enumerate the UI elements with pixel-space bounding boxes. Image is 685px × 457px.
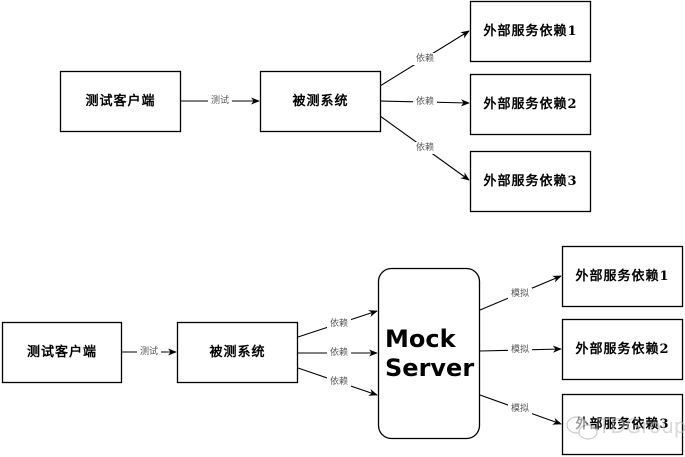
node-box: [469, 0, 592, 63]
edge-bottom-mock-to-dep1: 模拟: [479, 275, 562, 311]
edge-label-bg: [508, 288, 532, 300]
edge-bottom-mock-to-dep3: 模拟: [479, 394, 562, 425]
edge-label-bg: [413, 53, 437, 65]
edge-label-bg: [508, 344, 532, 356]
edge-label-mock: 模拟: [511, 402, 529, 414]
edge-label-depend: 依赖: [330, 317, 348, 329]
wechat-icon: [566, 416, 598, 440]
edge-label-bg: [508, 403, 532, 415]
node-label: 被测系统: [208, 344, 265, 360]
edge-label-depend: 依赖: [330, 346, 348, 358]
node-bottom-system-under-test[interactable]: 被测系统: [176, 321, 299, 384]
edge-label-mock: 模拟: [511, 343, 529, 355]
node-label: 测试客户端: [27, 344, 97, 360]
node-mock-server[interactable]: Mock Server: [377, 267, 481, 440]
node-box: [561, 245, 684, 308]
edge-label-bg: [327, 347, 351, 359]
edge-label-bg: [208, 95, 232, 107]
node-label: 外部服务依赖3: [574, 416, 669, 432]
edge-bottom-sut-to-mock-1: 依赖: [297, 310, 378, 338]
edge-top-client-to-sut: 测试: [180, 94, 260, 107]
node-bottom-external-dep-2[interactable]: 外部服务依赖2: [561, 318, 684, 381]
node-top-test-client[interactable]: 测试客户端: [59, 70, 182, 133]
edge-label-mock: 模拟: [511, 287, 529, 299]
edge-label-depend: 依赖: [330, 375, 348, 387]
node-label: 外部服务依赖1: [482, 23, 577, 39]
node-label: 外部服务依赖3: [482, 173, 577, 189]
node-box: [469, 73, 592, 136]
edge-label-bg: [327, 376, 351, 388]
node-top-external-dep-2[interactable]: 外部服务依赖2: [469, 73, 592, 136]
edge-top-sut-to-dep2: 依赖: [379, 95, 470, 108]
edge-bottom-client-to-sut: 测试: [121, 345, 177, 358]
top-diagram: 测试 依赖 依赖 依赖 测试客户端 被测系统 外部服务依赖1: [59, 0, 592, 213]
edge-top-sut-to-dep3: 依赖: [379, 115, 470, 181]
edge-bottom-sut-to-mock-2: 依赖: [298, 346, 378, 359]
node-bottom-external-dep-1[interactable]: 外部服务依赖1: [561, 245, 684, 308]
edge-label-bg: [413, 142, 437, 154]
edge-label-bg: [137, 346, 161, 358]
node-label: 被测系统: [291, 93, 348, 109]
node-top-external-dep-3[interactable]: 外部服务依赖3: [469, 150, 592, 213]
edge-label-depend: 依赖: [416, 141, 434, 153]
node-box: [377, 267, 481, 440]
edge-label-test: 测试: [140, 345, 158, 357]
edge-label-bg: [413, 96, 437, 108]
node-bottom-test-client[interactable]: 测试客户端: [1, 321, 123, 384]
watermark: TDGroup: [566, 414, 685, 440]
node-label: 测试客户端: [85, 93, 155, 109]
node-box: [59, 70, 182, 133]
node-box: [259, 70, 382, 133]
bottom-diagram: 测试 依赖 依赖 依赖 模拟 模拟 模拟: [1, 245, 684, 456]
edge-bottom-sut-to-mock-3: 依赖: [297, 367, 378, 396]
node-top-system-under-test[interactable]: 被测系统: [259, 70, 382, 133]
edge-label-depend: 依赖: [416, 95, 434, 107]
watermark-text: TDGroup: [597, 414, 685, 438]
edge-label-bg: [327, 318, 351, 330]
node-box: [176, 321, 299, 384]
node-top-external-dep-1[interactable]: 外部服务依赖1: [469, 0, 592, 63]
edge-top-sut-to-dep1: 依赖: [379, 30, 470, 87]
node-label: 外部服务依赖1: [574, 268, 669, 284]
node-label: 外部服务依赖2: [574, 341, 669, 357]
node-box: [469, 150, 592, 213]
mock-server-label-line2: Server: [385, 354, 474, 382]
node-label: 外部服务依赖2: [482, 96, 577, 112]
mock-server-label-line1: Mock: [385, 325, 457, 353]
edge-bottom-mock-to-dep2: 模拟: [479, 343, 562, 356]
node-box: [1, 321, 123, 384]
edge-label-depend: 依赖: [416, 52, 434, 64]
edge-label-test: 测试: [211, 94, 229, 106]
node-box: [561, 318, 684, 381]
